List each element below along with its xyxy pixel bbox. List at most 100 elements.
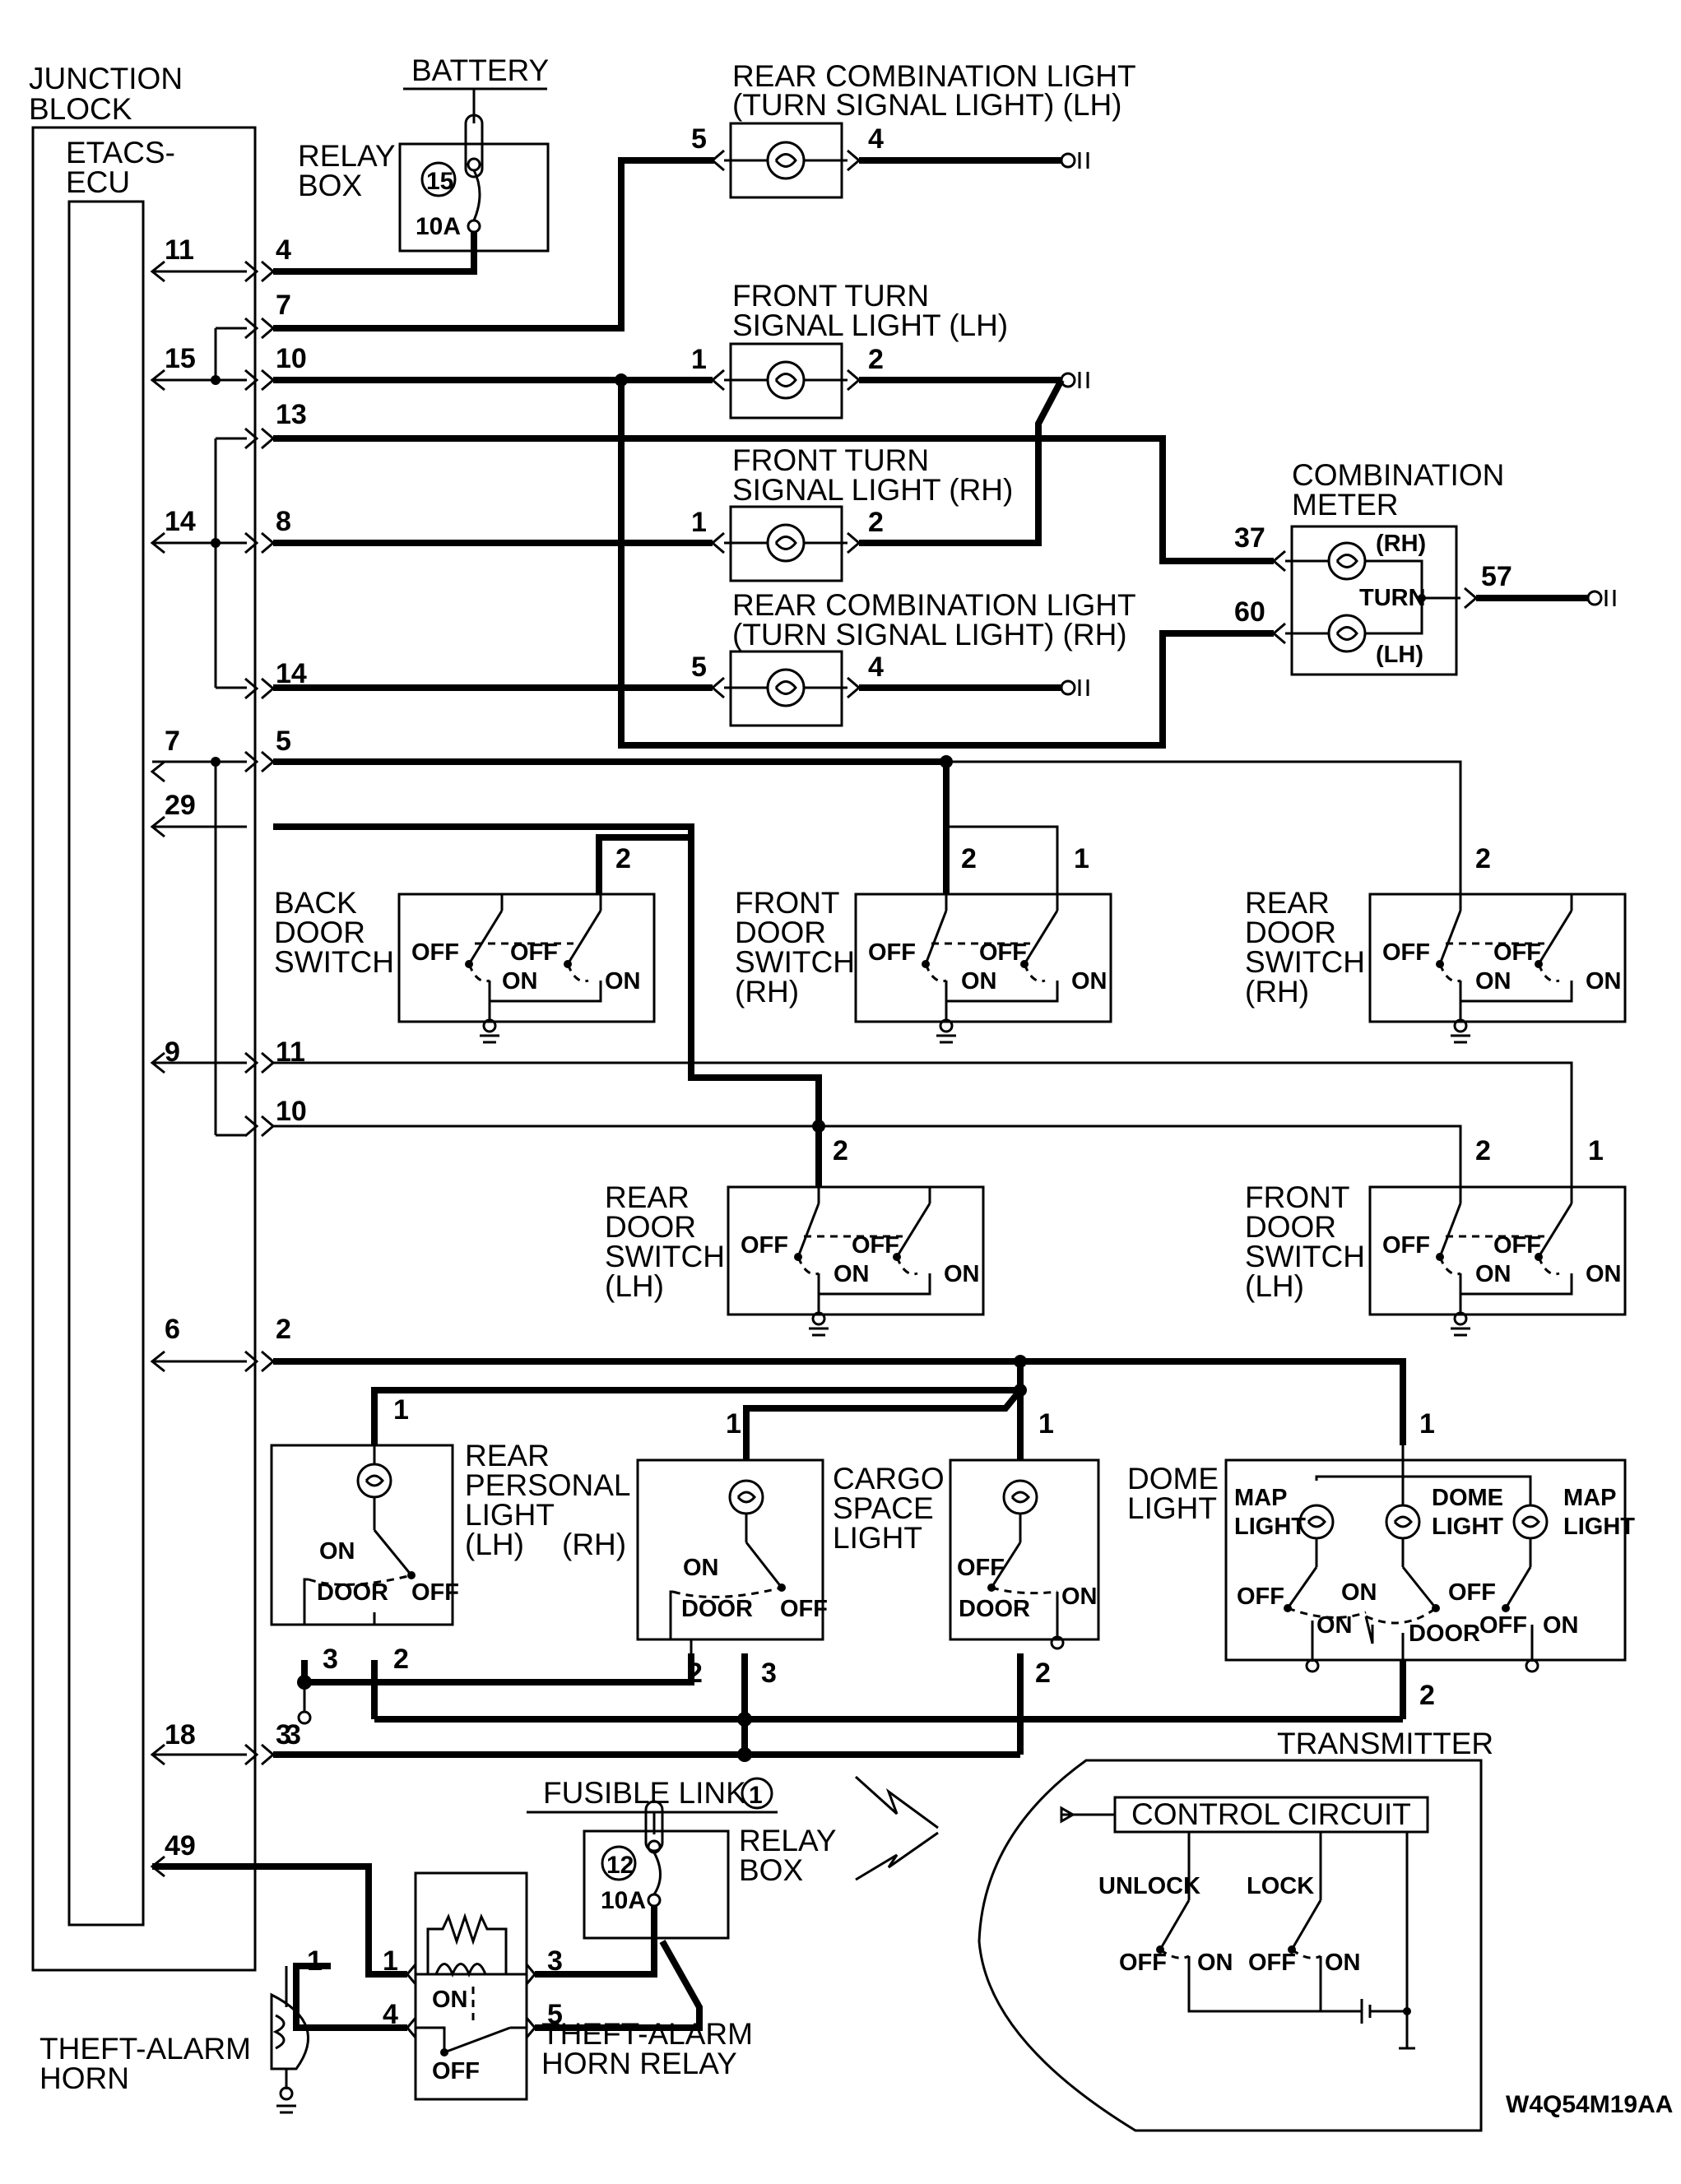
sw-off: OFF [1493, 939, 1541, 966]
sw-off: OFF [411, 939, 459, 966]
rear-door-switch-lh-pin-2: 2 [833, 1135, 848, 1166]
sw-on: ON [1586, 968, 1622, 995]
rear-comb-rh-title: REAR COMBINATION LIGHT [732, 588, 1136, 622]
front-turn-rh-subtitle: SIGNAL LIGHT (RH) [732, 473, 1013, 507]
map-light-label-right-2: LIGHT [1563, 1514, 1635, 1540]
rear-door-switch-rh-label-3: SWITCH [1245, 945, 1365, 979]
rear-door-switch-lh: REAR DOOR SWITCH (LH) 2 [273, 1120, 985, 1316]
sw-on: ON [319, 1538, 355, 1565]
sw-off: OFF [1382, 939, 1430, 966]
horn-relay-label-2: HORN RELAY [541, 2047, 737, 2080]
back-door-switch-pin-2: 2 [615, 843, 631, 874]
ecu-pin-15: 15 [165, 343, 196, 374]
ecu-pin-18: 18 [165, 1719, 196, 1750]
sw-door: DOOR [959, 1596, 1030, 1622]
fusible-link-number: 1 [749, 1782, 763, 1809]
ecu-pin-7: 7 [165, 726, 180, 757]
combination-meter-title-2: METER [1292, 488, 1399, 522]
rear-door-switch-lh-label-4: (LH) [605, 1269, 664, 1303]
horn-relay-label: THEFT-ALARM [541, 2017, 753, 2051]
back-door-switch-label-2: DOOR [274, 916, 365, 949]
back-door-switch-label-3: SWITCH [274, 945, 394, 979]
rear-door-switch-rh-pin-2: 2 [1475, 843, 1491, 874]
sw-off: OFF [979, 939, 1027, 966]
fuse-15-rating: 10A [416, 213, 461, 240]
front-turn-rh-pin-1: 1 [691, 507, 707, 538]
fuse-15-number: 15 [426, 168, 453, 195]
junction-block: JUNCTION BLOCK ETACS- ECU [29, 62, 257, 1972]
ecu-pin-9: 9 [165, 1036, 180, 1068]
front-turn-signal-light-lh: FRONT TURN SIGNAL LIGHT (LH) 1 2 [273, 279, 1089, 420]
fuse-12-rating: 10A [601, 1887, 646, 1914]
combination-meter: COMBINATION METER (RH) (LH) TURN 37 60 5… [273, 380, 1616, 749]
rear-personal-rh-pin-2: 2 [687, 1658, 703, 1689]
sw-on: ON [1316, 1612, 1353, 1639]
rear-comb-rh-pin-5: 5 [691, 651, 707, 683]
front-door-switch-rh-pin-1: 1 [1074, 843, 1089, 874]
dome-light-pin-1: 1 [1419, 1408, 1435, 1440]
interior-light-wiring [273, 1355, 1406, 1762]
sw-on: ON [1197, 1950, 1233, 1976]
junction-block-title: JUNCTION [29, 62, 183, 95]
battery-relay-box: BATTERY RELAY BOX 15 10A [273, 53, 550, 275]
meter-turn-label: TURN [1359, 585, 1426, 611]
jb-pin-4: 4 [276, 234, 291, 266]
sw-on: ON [1543, 1612, 1579, 1639]
jb-pin-14: 14 [276, 658, 307, 689]
front-turn-lh-pin-1: 1 [691, 344, 707, 375]
front-turn-rh-title: FRONT TURN [732, 443, 929, 477]
ground-pin-3: 3 [286, 1719, 301, 1750]
jb-pin-10: 10 [276, 343, 307, 374]
jb-pin-13: 13 [276, 399, 307, 430]
front-door-switch-lh-label: FRONT [1245, 1180, 1349, 1214]
jb-pin-8: 8 [276, 506, 291, 537]
front-door-switch-rh-pin-2: 2 [961, 843, 977, 874]
sw-off: OFF [1248, 1950, 1296, 1976]
rear-personal-lh-pin-2: 2 [393, 1644, 409, 1675]
sw-door: DOOR [681, 1596, 753, 1622]
diagram-code: W4Q54M19AA [1506, 2091, 1673, 2118]
sw-off: OFF [510, 939, 558, 966]
rear-personal-rh-pin-1: 1 [726, 1408, 741, 1440]
horn-pin-1: 1 [307, 1945, 323, 1977]
front-door-switch-lh-pin-1: 1 [1588, 1135, 1604, 1166]
rear-door-switch-rh-label-2: DOOR [1245, 916, 1336, 949]
dome-light: DOME LIGHT 1 2 MAP LIGHT DOME LIGHT MAP … [1127, 1408, 1635, 1711]
meter-pin-57: 57 [1481, 561, 1512, 592]
back-door-switch-label: BACK [274, 886, 357, 920]
rear-door-switch-rh-label-4: (RH) [1245, 975, 1309, 1009]
rear-personal-light-rh: (RH) [562, 1528, 626, 1561]
front-door-switch-lh-label-3: SWITCH [1245, 1240, 1365, 1273]
dome-light-label: DOME [1127, 1462, 1219, 1495]
ecu-pin-29: 29 [165, 790, 196, 821]
front-turn-lh-pin-2: 2 [868, 344, 884, 375]
transmitter-title: TRANSMITTER [1277, 1727, 1493, 1760]
rear-comb-rh-subtitle: (TURN SIGNAL LIGHT) (RH) [732, 618, 1127, 651]
jb-pin-3: 3 [276, 1719, 291, 1750]
fusible-link-label: FUSIBLE LINK [543, 1776, 746, 1810]
cargo-space-light: CARGO SPACE LIGHT 1 2 OFF DOOR ON [833, 1408, 1100, 1689]
dome-sub-label-2: LIGHT [1432, 1514, 1503, 1540]
front-door-switch-rh-label-3: SWITCH [735, 945, 855, 979]
horn-relay-pin-4: 4 [383, 1999, 398, 2030]
battery-label: BATTERY [411, 53, 549, 87]
sw-on: ON [1325, 1950, 1361, 1976]
sw-off: OFF [1119, 1950, 1167, 1976]
meter-rh-label: (RH) [1376, 531, 1426, 557]
junction-block-title-2: BLOCK [29, 92, 132, 126]
rear-comb-lh-title: REAR COMBINATION LIGHT [732, 59, 1136, 93]
cargo-light-pin-2: 2 [1035, 1658, 1051, 1689]
front-door-switch-lh-pin-2: 2 [1475, 1135, 1491, 1166]
relay-box-bottom-label: RELAY [739, 1824, 837, 1857]
ecu-pin-14: 14 [165, 506, 196, 537]
sw-off: OFF [852, 1232, 899, 1259]
sw-on: ON [605, 968, 641, 995]
rear-personal-lh-pin-1: 1 [393, 1394, 409, 1426]
meter-pin-37: 37 [1234, 522, 1265, 554]
sw-on: ON [1071, 968, 1108, 995]
horn-relay-pin-5: 5 [547, 1999, 563, 2030]
rear-comb-lh-pin-4: 4 [868, 123, 884, 155]
front-turn-rh-pin-2: 2 [868, 507, 884, 538]
front-door-switch-lh: FRONT DOOR SWITCH (LH) 2 1 [273, 1061, 1627, 1316]
theft-alarm-horn-relay: THEFT-ALARM HORN RELAY 1 3 4 5 ON OFF [152, 1863, 753, 2101]
